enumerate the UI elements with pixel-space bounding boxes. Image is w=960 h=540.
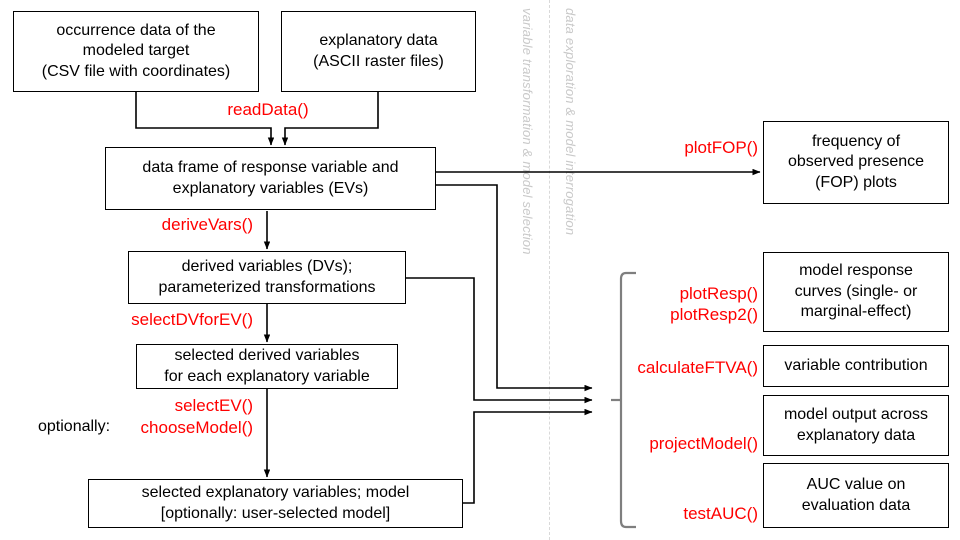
box-variable-contribution-label: variable contribution — [784, 356, 928, 374]
box-explanatory-data-label: explanatory data (ASCII raster files) — [313, 32, 444, 70]
fn-calculate-ftva: calculateFTVA() — [637, 358, 758, 377]
box-model-output-label: model output across explanatory data — [783, 406, 929, 444]
section-divider — [549, 0, 550, 540]
box-model-response-curves-label: model response curves (single- or margin… — [794, 262, 918, 321]
box-data-frame-label: data frame of response variable and expl… — [142, 159, 399, 197]
box-auc-value-label: AUC value on evaluation data — [801, 476, 911, 514]
optionally-prefix-label: optionally: — [38, 418, 111, 435]
vertical-label-right: data exploration & model interrogation — [563, 8, 578, 236]
fn-plot-resp: plotResp() — [679, 284, 758, 303]
fn-select-ev: selectEV() — [174, 396, 253, 415]
box-selected-derived-variables-label: selected derived variables for each expl… — [164, 347, 370, 385]
fn-plot-fop: plotFOP() — [684, 138, 758, 157]
box-occurrence-data: occurrence data of the modeled target (C… — [13, 11, 259, 92]
box-auc-value: AUC value on evaluation data — [763, 463, 949, 528]
box-fop-plots-label: frequency of observed presence (FOP) plo… — [787, 132, 925, 191]
box-selected-derived-variables: selected derived variables for each expl… — [136, 344, 398, 389]
box-explanatory-data: explanatory data (ASCII raster files) — [281, 11, 476, 92]
box-selected-explanatory-variables-label: selected explanatory variables; model [o… — [141, 484, 410, 522]
box-data-frame: data frame of response variable and expl… — [105, 147, 436, 210]
fn-test-auc: testAUC() — [683, 504, 758, 523]
fn-derive-vars: deriveVars() — [161, 215, 253, 234]
box-model-response-curves: model response curves (single- or margin… — [763, 252, 949, 332]
fn-select-dv-for-ev: selectDVforEV() — [131, 310, 253, 329]
box-derived-variables: derived variables (DVs); parameterized t… — [128, 251, 406, 304]
fn-plot-resp2: plotResp2() — [670, 305, 758, 324]
box-selected-explanatory-variables: selected explanatory variables; model [o… — [88, 479, 463, 528]
fn-project-model: projectModel() — [649, 434, 758, 453]
box-occurrence-data-label: occurrence data of the modeled target (C… — [41, 21, 231, 80]
fn-read-data: readData() — [227, 100, 309, 119]
vertical-label-left: variable transformation & model selectio… — [520, 8, 535, 255]
box-model-output: model output across explanatory data — [763, 395, 949, 456]
box-derived-variables-label: derived variables (DVs); parameterized t… — [158, 258, 376, 296]
box-variable-contribution: variable contribution — [763, 345, 949, 387]
fn-choose-model: chooseModel() — [140, 418, 253, 437]
box-fop-plots: frequency of observed presence (FOP) plo… — [763, 121, 949, 204]
